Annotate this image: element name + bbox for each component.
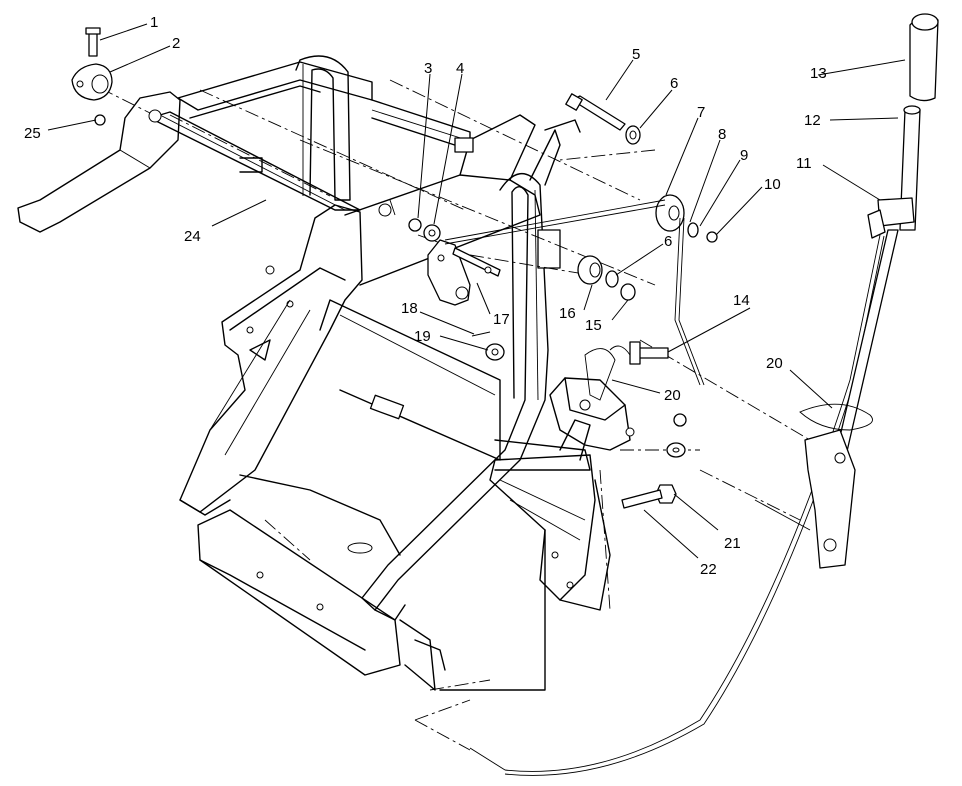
callout-2: 2: [172, 35, 180, 52]
callout-24: 24: [184, 228, 201, 245]
callout-4: 4: [456, 60, 464, 77]
callout-20b: 20: [766, 355, 783, 372]
callout-17: 17: [493, 311, 510, 328]
callout-14: 14: [733, 292, 750, 309]
callout-6b: 6: [664, 233, 672, 250]
callout-10: 10: [764, 176, 781, 193]
callout-5: 5: [632, 46, 640, 63]
callout-leaders: [47, 23, 906, 559]
callout-20a: 20: [664, 387, 681, 404]
control-lever: [584, 13, 939, 569]
callout-19: 19: [414, 328, 431, 345]
callout-12: 12: [804, 112, 821, 129]
callout-13: 13: [810, 65, 827, 82]
callout-6a: 6: [670, 75, 678, 92]
callout-9: 9: [740, 147, 748, 164]
callout-1: 1: [150, 14, 158, 31]
assembly-centerlines: [99, 79, 811, 751]
callout-11: 11: [796, 155, 812, 172]
callout-25: 25: [24, 125, 41, 142]
callout-16: 16: [559, 305, 576, 322]
callout-labels: 1 2 3 4 5 6 6 7 8 9 10 11 12 13 14 15 16…: [24, 14, 827, 578]
callout-15: 15: [585, 317, 602, 334]
callout-7: 7: [697, 104, 705, 121]
hardware-parts: [71, 27, 718, 509]
callout-18: 18: [401, 300, 418, 317]
callout-21: 21: [724, 535, 741, 552]
callout-8: 8: [718, 126, 726, 143]
callout-3: 3: [424, 60, 432, 77]
callout-22: 22: [700, 561, 717, 578]
